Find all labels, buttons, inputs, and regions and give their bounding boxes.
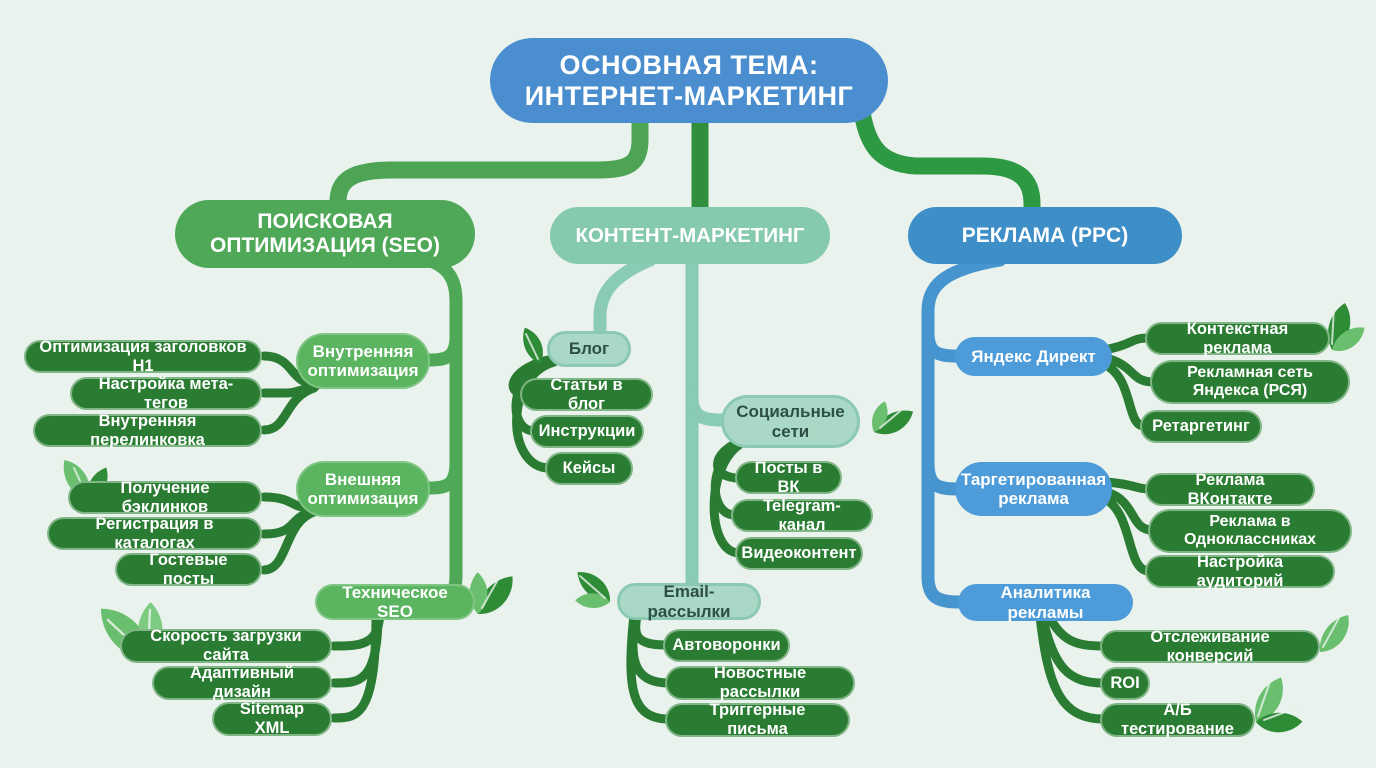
connector-seo-internal	[423, 329, 463, 367]
connector-item	[512, 357, 559, 473]
connector-ppc-yandex	[921, 325, 964, 363]
node-content-cases[interactable]: Кейсы	[545, 452, 633, 485]
node-seo-h1-optimization[interactable]: Оптимизация заголовков H1	[24, 338, 262, 375]
connector-item	[1101, 477, 1154, 494]
node-content-blog-articles[interactable]: Статьи в блог	[520, 376, 653, 413]
node-seo-internal-linking[interactable]: Внутренняя перелинковка	[33, 412, 262, 449]
node-seo-technical[interactable]: Техническое SEO	[315, 583, 475, 621]
node-ppc-branch[interactable]: РЕКЛАМА (PPC)	[908, 207, 1182, 264]
connector-content-blog	[593, 253, 657, 343]
node-ppc-retargeting[interactable]: Ретаргетинг	[1140, 410, 1262, 443]
connector-item	[259, 507, 319, 575]
node-content-newsletters[interactable]: Новостные рассылки	[665, 664, 855, 701]
node-seo-external-optimization[interactable]: Внешняя оптимизация	[296, 461, 430, 517]
node-content-trigger-emails[interactable]: Триггерные письма	[665, 701, 850, 738]
node-seo-meta-tags[interactable]: Настройка мета-тегов	[70, 375, 262, 412]
ppc-branch-label: РЕКЛАМА (PPC)	[961, 223, 1129, 247]
content-branch-label: КОНТЕНТ-МАРКЕТИНГ	[575, 223, 805, 247]
node-ppc-contextual-ads[interactable]: Контекстная реклама	[1145, 320, 1330, 357]
connector-item	[1101, 353, 1159, 387]
node-ppc-conversion-tracking[interactable]: Отслеживание конверсий	[1100, 628, 1320, 665]
node-content-video[interactable]: Видеоконтент	[735, 537, 863, 570]
node-content-social[interactable]: Социальные сети	[721, 395, 860, 448]
connector-seo-spine	[421, 253, 463, 611]
connector-content-social	[685, 389, 730, 427]
connector-ppc-spine	[921, 253, 1007, 609]
seo-branch-label: ПОИСКОВАЯ ОПТИМИЗАЦИЯ (SEO)	[210, 210, 440, 257]
connector-seo-external	[423, 455, 463, 495]
root-label: ОСНОВНАЯ ТЕМА: ИНТЕРНЕТ-МАРКЕТИНГ	[524, 49, 854, 111]
node-ppc-roi[interactable]: ROI	[1100, 667, 1150, 700]
node-root[interactable]: ОСНОВНАЯ ТЕМА: ИНТЕРНЕТ-МАРКЕТИНГ	[490, 38, 888, 123]
node-seo-branch[interactable]: ПОИСКОВАЯ ОПТИМИЗАЦИЯ (SEO)	[175, 200, 475, 268]
node-ppc-ad-analytics[interactable]: Аналитика рекламы	[958, 583, 1133, 622]
node-seo-site-speed[interactable]: Скорость загрузки сайта	[120, 627, 332, 664]
connector-item	[709, 437, 749, 558]
node-ppc-vk-ads[interactable]: Реклама ВКонтакте	[1145, 471, 1315, 508]
connector-root-ppc	[853, 103, 1041, 221]
connector-item	[626, 610, 674, 724]
node-content-email[interactable]: Email-рассылки	[617, 582, 761, 621]
connector-item	[329, 611, 381, 723]
node-content-branch[interactable]: КОНТЕНТ-МАРКЕТИНГ	[550, 207, 830, 264]
node-seo-guest-posts[interactable]: Гостевые посты	[115, 551, 262, 588]
node-seo-sitemap[interactable]: Sitemap XML	[212, 700, 332, 737]
node-seo-backlinks[interactable]: Получение бэклинков	[68, 479, 262, 516]
node-seo-catalogs[interactable]: Регистрация в каталогах	[47, 515, 262, 552]
node-content-autofunnels[interactable]: Автоворонки	[663, 629, 790, 662]
node-ppc-odnoklassniki-ads[interactable]: Реклама в Одноклассниках	[1148, 509, 1352, 553]
connector-item	[1101, 487, 1157, 535]
node-content-telegram[interactable]: Telegram-канал	[731, 497, 873, 534]
node-seo-adaptive-design[interactable]: Адаптивный дизайн	[152, 664, 332, 701]
node-content-blog[interactable]: Блог	[547, 331, 631, 367]
connector-item	[259, 383, 319, 435]
node-content-instructions[interactable]: Инструкции	[530, 415, 644, 448]
connector-root-seo	[329, 103, 649, 217]
node-ppc-audience-setup[interactable]: Настройка аудиторий	[1145, 553, 1335, 590]
connector-item	[1099, 333, 1154, 355]
connector-item	[1099, 493, 1154, 576]
node-ppc-yandex-direct[interactable]: Яндекс Директ	[955, 337, 1112, 376]
node-ppc-yandex-network[interactable]: Рекламная сеть Яндекса (РСЯ)	[1150, 360, 1350, 404]
connector-item	[1035, 611, 1109, 724]
node-seo-internal-optimization[interactable]: Внутренняя оптимизация	[296, 333, 430, 389]
node-ppc-targeted-ads[interactable]: Таргетированная реклама	[955, 462, 1112, 516]
node-ppc-ab-testing[interactable]: А/Б тестирование	[1100, 701, 1255, 738]
connector-ppc-target	[921, 455, 964, 496]
node-content-vk-posts[interactable]: Посты в ВК	[735, 459, 842, 496]
